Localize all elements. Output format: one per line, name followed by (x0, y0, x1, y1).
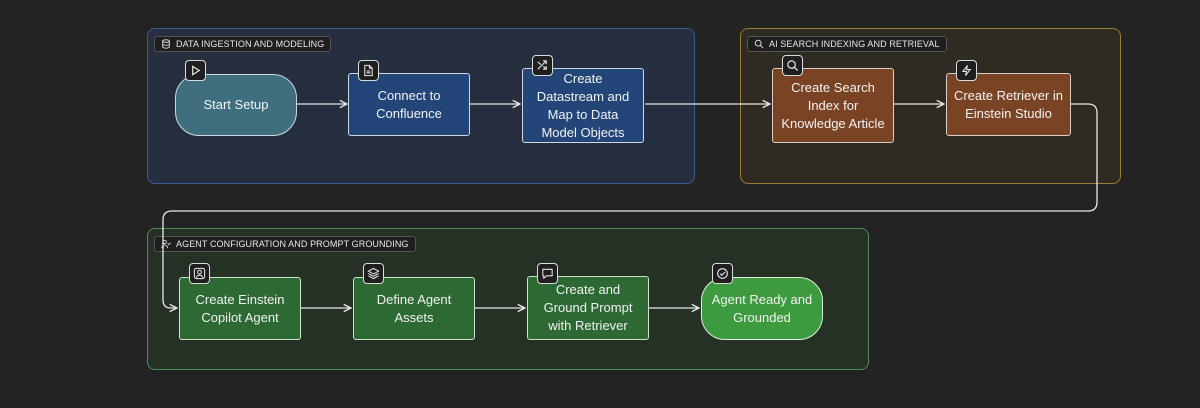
shuffle-icon (537, 60, 547, 70)
search-icon (787, 60, 799, 72)
group-label-text: DATA INGESTION AND MODELING (176, 39, 325, 49)
search-icon (754, 39, 764, 49)
group-label-text: AI SEARCH INDEXING AND RETRIEVAL (769, 39, 940, 49)
node-label: Create Datastream and Map to Data Model … (536, 70, 630, 140)
node-create-search-index[interactable]: Create Search Index for Knowledge Articl… (772, 68, 894, 143)
badge-create-retriever (956, 60, 977, 81)
edge-retriever-to-copilot (162, 103, 1098, 308)
node-create-ground-prompt[interactable]: Create and Ground Prompt with Retriever (527, 276, 649, 340)
node-create-datastream[interactable]: Create Datastream and Map to Data Model … (522, 68, 644, 143)
node-create-retriever[interactable]: Create Retriever in Einstein Studio (946, 73, 1071, 136)
lightning-icon (961, 65, 972, 76)
layers-icon (367, 267, 380, 280)
node-define-agent-assets[interactable]: Define Agent Assets (353, 277, 475, 340)
badge-create-copilot-agent (189, 263, 210, 284)
badge-create-datastream (532, 55, 553, 76)
document-icon (364, 64, 373, 77)
node-agent-ready[interactable]: Agent Ready and Grounded (701, 277, 823, 340)
badge-define-agent-assets (363, 263, 384, 284)
group-label-agent-configuration: AGENT CONFIGURATION AND PROMPT GROUNDING (154, 236, 416, 252)
group-label-text: AGENT CONFIGURATION AND PROMPT GROUNDING (176, 239, 409, 249)
node-label: Create and Ground Prompt with Retriever (543, 282, 633, 333)
badge-create-ground-prompt (537, 263, 558, 284)
node-label: Create Retriever in Einstein Studio (953, 87, 1064, 121)
badge-connect-confluence (358, 60, 379, 81)
database-icon (162, 39, 170, 49)
node-label: Start Setup (203, 97, 269, 112)
node-label: Create Search Index for Knowledge Articl… (781, 79, 885, 131)
check-circle-icon (717, 268, 728, 279)
node-label: Create Einstein Copilot Agent (195, 291, 285, 325)
node-start-setup[interactable]: Start Setup (175, 74, 297, 136)
user-icon (193, 267, 206, 280)
message-icon (542, 268, 553, 280)
badge-agent-ready (712, 263, 733, 284)
node-connect-confluence[interactable]: Connect to Confluence (348, 73, 470, 136)
group-label-data-ingestion: DATA INGESTION AND MODELING (154, 36, 332, 52)
play-icon (192, 65, 201, 76)
node-create-copilot-agent[interactable]: Create Einstein Copilot Agent (179, 277, 301, 340)
node-label: Agent Ready and Grounded (711, 291, 813, 325)
node-label: Define Agent Assets (376, 291, 452, 325)
group-label-ai-search: AI SEARCH INDEXING AND RETRIEVAL (747, 36, 947, 52)
badge-start-setup (185, 60, 206, 81)
badge-create-search-index (782, 55, 803, 76)
node-label: Connect to Confluence (376, 87, 442, 121)
